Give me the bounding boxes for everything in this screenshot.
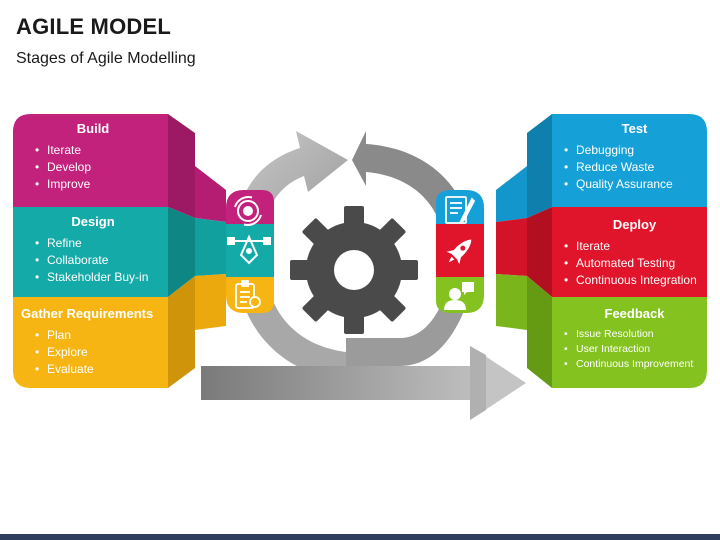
stage-design: Design Refine Collaborate Stakeholder Bu… <box>13 214 173 286</box>
stage-test-item: Quality Assurance <box>562 176 707 193</box>
stage-design-item: Collaborate <box>33 252 173 269</box>
stage-test-title: Test <box>621 121 648 136</box>
stage-gather-requirements-title: Gather Requirements <box>21 306 154 321</box>
page-title: AGILE MODEL <box>16 14 171 39</box>
checklist-icon <box>235 280 261 309</box>
stage-build-title: Build <box>76 121 110 136</box>
stage-build: Build Iterate Develop Improve <box>13 121 173 193</box>
stage-deploy-item: Automated Testing <box>562 255 707 272</box>
stage-feedback-item: Issue Resolution <box>562 327 707 342</box>
stage-build-item: Iterate <box>33 142 173 159</box>
rocket-icon <box>446 239 472 265</box>
stage-gather-requirements: Gather Requirements Plan Explore Evaluat… <box>13 306 173 378</box>
stage-build-item: Improve <box>33 176 173 193</box>
stage-gather-requirements-item: Evaluate <box>33 361 173 378</box>
pen-tool-icon <box>227 234 271 265</box>
footer-bar <box>0 534 720 540</box>
stage-build-item: Develop <box>33 159 173 176</box>
gear-icon <box>290 206 418 334</box>
stage-design-title: Design <box>71 214 115 229</box>
document-pen-icon <box>445 196 476 224</box>
stage-test: Test Debugging Reduce Waste Quality Assu… <box>552 121 707 193</box>
stage-deploy-item: Iterate <box>562 238 707 255</box>
page-subtitle: Stages of Agile Modelling <box>16 50 196 67</box>
stage-deploy: Deploy Iterate Automated Testing Continu… <box>552 217 707 289</box>
stage-feedback-title: Feedback <box>604 306 665 321</box>
stage-feedback-item: Continuous Improvement <box>562 357 707 372</box>
user-chat-icon <box>444 282 474 310</box>
stage-deploy-item: Continuous Integration <box>562 272 707 289</box>
stage-test-item: Debugging <box>562 142 707 159</box>
stage-design-item: Refine <box>33 235 173 252</box>
stage-design-item: Stakeholder Buy-in <box>33 269 173 286</box>
stage-test-item: Reduce Waste <box>562 159 707 176</box>
stage-feedback-item: User Interaction <box>562 342 707 357</box>
stage-feedback: Feedback Issue Resolution User Interacti… <box>552 306 707 372</box>
stage-gather-requirements-item: Explore <box>33 344 173 361</box>
stage-deploy-title: Deploy <box>612 217 657 232</box>
stage-gather-requirements-item: Plan <box>33 327 173 344</box>
gear-cycle-icon <box>234 196 262 226</box>
